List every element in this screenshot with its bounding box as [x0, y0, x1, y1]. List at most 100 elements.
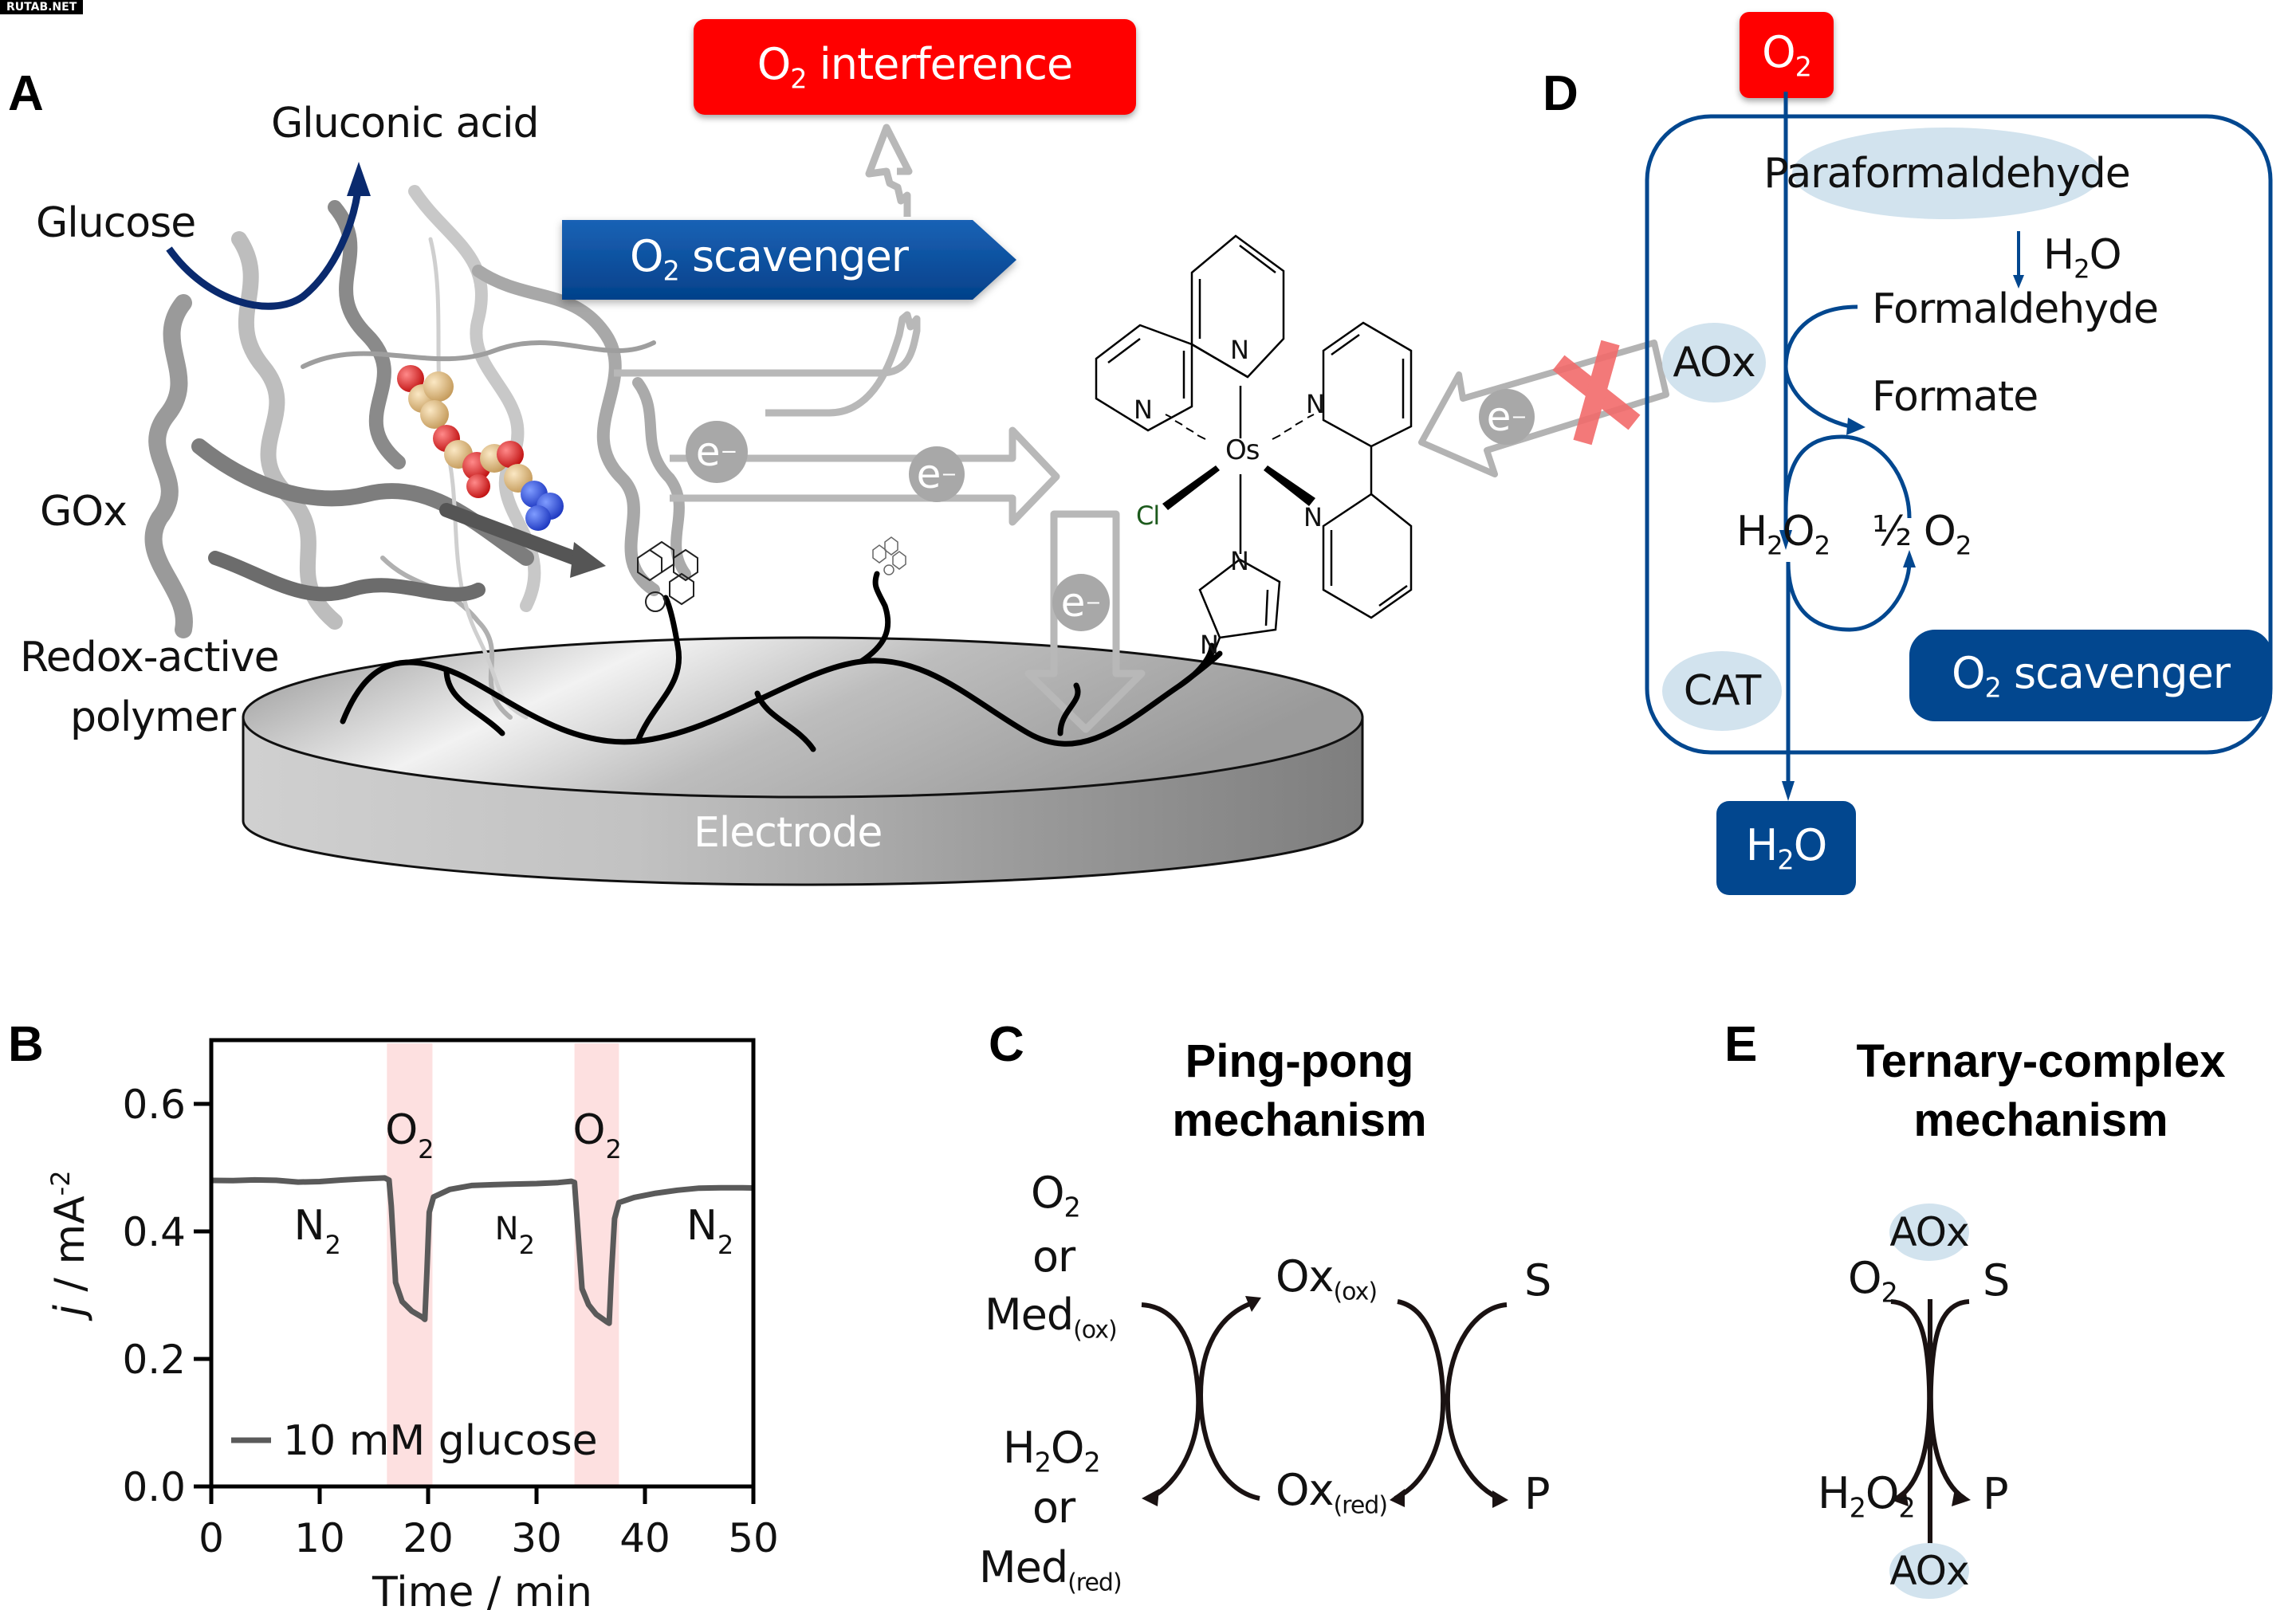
os-n-wedge: [1264, 465, 1315, 506]
cat-oval: CAT: [1662, 651, 1782, 731]
x-tick-label: 30: [511, 1515, 562, 1561]
e-o2-label: O2: [1848, 1253, 1898, 1309]
med-ox-label: Med(ox): [985, 1290, 1118, 1345]
watermark: RUTAB.NET: [0, 0, 84, 14]
region-annotation-n2: N2: [686, 1202, 733, 1260]
panel-d-graphic: [1645, 92, 2273, 801]
e-substrate-label: S: [1983, 1255, 2010, 1306]
h2o-product-label: H2O: [1745, 820, 1827, 876]
electron-icon: e−: [1479, 389, 1535, 445]
paraformaldehyde-oval: Paraformaldehyde: [1763, 128, 2131, 219]
electron-icon: e−: [909, 446, 965, 502]
gox-protein: [144, 185, 691, 720]
x-tick-label: 40: [619, 1515, 670, 1561]
ox-ox-label: Ox(ox): [1276, 1251, 1378, 1306]
fad-cofactor: [397, 365, 564, 531]
n-atom-label: N: [1306, 389, 1325, 419]
osmium-complex-structure: [1095, 234, 1413, 662]
o2-source-box: O2: [1740, 12, 1834, 98]
o2-interference-label: O2 interference: [757, 39, 1073, 95]
n-atom-label: N: [1230, 546, 1249, 576]
y-tick-label: 0.0: [122, 1464, 186, 1510]
plot-frame: [209, 1038, 756, 1489]
e-product-label: P: [1983, 1469, 2009, 1519]
electron-icon: e−: [686, 421, 748, 483]
mini-os-complex-2: [872, 536, 906, 575]
aox-top-oval: AOx: [1889, 1204, 1970, 1261]
y-tick-label: 0.2: [122, 1337, 186, 1383]
o2-scavenger-box-label: O2 scavenger: [1951, 647, 2231, 704]
cl-atom-label: Cl: [1136, 501, 1160, 531]
gox-label: GOx: [40, 488, 128, 536]
aox-top-label: AOx: [1889, 1209, 1969, 1255]
o2-source-label: O2: [1762, 27, 1812, 83]
or-label: or: [1032, 1482, 1075, 1533]
gluconic-acid-label: Gluconic acid: [271, 100, 540, 147]
os-atom-label: Os: [1225, 434, 1260, 466]
aox-bottom-oval: AOx: [1889, 1543, 1970, 1599]
formaldehyde-label: Formaldehyde: [1872, 285, 2159, 333]
h2o2-label: H2O2: [1736, 508, 1830, 561]
substrate-label: S: [1524, 1255, 1551, 1306]
h2o-product-box: H2O: [1716, 801, 1856, 895]
med-red-label: Med(red): [979, 1542, 1122, 1597]
electrode: [242, 636, 1364, 886]
aox-oval: AOx: [1662, 323, 1766, 402]
blocked-electron-arrow: [1418, 340, 1669, 477]
series-line-10-mm-glucose: [210, 1175, 754, 1326]
o2-interference-box: O2 interference: [694, 19, 1136, 115]
os-cl-wedge: [1162, 465, 1220, 510]
y-tick-label: 0.4: [122, 1209, 186, 1255]
panel-a-label: A: [8, 66, 44, 121]
electrode-label: Electrode: [694, 809, 883, 857]
electron-arrows: [614, 124, 1146, 733]
ox-red-label: Ox(red): [1276, 1465, 1388, 1520]
o2-scavenger-arrow-label: O2 scavenger: [630, 231, 909, 287]
o2-reactant-label: O2: [1031, 1168, 1081, 1223]
region-annotation-o2: O2: [385, 1106, 434, 1164]
polymer-label-line2: polymer: [70, 693, 236, 741]
h2o2-product-label: H2O2: [1003, 1423, 1101, 1478]
aox-label: AOx: [1673, 339, 1755, 387]
panel-d-label: D: [1543, 66, 1578, 121]
aox-bottom-label: AOx: [1889, 1548, 1969, 1594]
x-tick-label: 0: [199, 1515, 224, 1561]
n-atom-label: N: [1230, 335, 1249, 365]
x-tick-label: 50: [728, 1515, 779, 1561]
panel-c-label: C: [989, 1017, 1024, 1072]
mini-os-complex-1: [637, 540, 698, 612]
o2-scavenger-box: O2 scavenger: [1909, 630, 2272, 721]
product-label: P: [1524, 1469, 1551, 1519]
region-annotation-n2: N2: [294, 1202, 341, 1260]
d-enclosure: [1645, 114, 2273, 755]
panel-a-graphic: [144, 124, 1669, 886]
x-axis-label: Time / min: [372, 1569, 592, 1610]
formate-label: Formate: [1872, 373, 2038, 421]
region-annotation-o2: O2: [573, 1106, 622, 1164]
electron-icon: e−: [1052, 574, 1110, 631]
polymer-label-line1: Redox-active: [20, 634, 280, 681]
n-atom-label: N: [1303, 502, 1323, 532]
glucose-to-gluconic-arrow: [166, 183, 363, 310]
x-tick-label: 20: [403, 1515, 454, 1561]
half-o2-label: ½ O2: [1872, 508, 1972, 561]
paraformaldehyde-label: Paraformaldehyde: [1763, 149, 2130, 198]
region-annotation-n2: N2: [495, 1211, 535, 1260]
n-atom-label: N: [1134, 395, 1153, 425]
h2o-reagent-label: H2O: [2043, 231, 2122, 285]
e-h2o2-label: H2O2: [1818, 1468, 1916, 1524]
glucose-label: Glucose: [36, 199, 196, 247]
x-tick-label: 10: [294, 1515, 345, 1561]
y-tick-label: 0.6: [122, 1082, 186, 1128]
gluconic-arrow-head-icon: [347, 162, 371, 196]
or-label: or: [1032, 1231, 1075, 1282]
legend-label: 10 mM glucose: [283, 1417, 598, 1465]
redox-polymer-chain: [340, 571, 1223, 752]
o2-scavenger-arrow: [562, 220, 1016, 300]
panel-b-label: B: [8, 1017, 44, 1072]
ping-pong-diagram: [1141, 1296, 1508, 1508]
y-axis-label: j / mA-2: [45, 1170, 94, 1321]
